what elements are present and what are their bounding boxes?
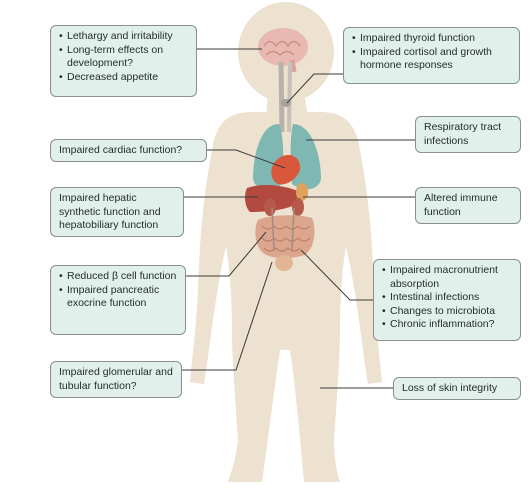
callout-kidney: Impaired glomerular and tubular function…	[50, 361, 182, 398]
callout-gut-item: Chronic inflammation?	[382, 318, 512, 332]
callout-skin-text: Loss of skin integrity	[402, 382, 498, 394]
callout-brain-item: Decreased appetite	[59, 71, 188, 85]
callout-cardiac: Impaired cardiac function?	[50, 139, 207, 162]
intestines	[255, 207, 315, 259]
callout-pancreas-item: Reduced β cell function	[59, 270, 177, 284]
callout-thyroid: Impaired thyroid function Impaired corti…	[343, 27, 520, 84]
callout-hepatic: Impaired hepatic synthetic function and …	[50, 187, 184, 237]
callout-respiratory-text: Respiratory tract infections	[424, 121, 502, 147]
heart	[271, 154, 301, 185]
leader-gut	[300, 249, 373, 301]
leader-cardiac	[207, 149, 286, 169]
callout-gut-item: Changes to microbiota	[382, 305, 512, 319]
callout-gut-item: Impaired macronutrient absorption	[382, 264, 512, 291]
callout-pancreas: Reduced β cell function Impaired pancrea…	[50, 265, 186, 335]
leader-lines	[182, 48, 415, 389]
callout-thyroid-item: Impaired cortisol and growth hormone res…	[352, 46, 511, 73]
callout-kidney-text: Impaired glomerular and tubular function…	[59, 366, 173, 392]
callout-pancreas-item: Impaired pancreatic exocrine function	[59, 284, 177, 311]
leader-pancreas	[186, 231, 267, 277]
kidneys	[264, 198, 304, 216]
callout-respiratory: Respiratory tract infections	[415, 116, 521, 153]
callout-cardiac-text: Impaired cardiac function?	[59, 144, 183, 156]
leader-kidney	[182, 261, 273, 371]
callout-brain-item: Lethargy and irritability	[59, 30, 188, 44]
callout-immune: Altered immune function	[415, 187, 521, 224]
callout-brain-item: Long-term effects on development?	[59, 44, 188, 71]
callout-immune-text: Altered immune function	[424, 192, 498, 218]
bladder	[275, 255, 293, 271]
callout-hepatic-text: Impaired hepatic synthetic function and …	[59, 192, 161, 231]
callout-thyroid-item: Impaired thyroid function	[352, 32, 511, 46]
callout-gut-item: Intestinal infections	[382, 291, 512, 305]
callout-brain: Lethargy and irritability Long-term effe…	[50, 25, 197, 97]
callout-gut: Impaired macronutrient absorption Intest…	[373, 259, 521, 341]
leader-thyroid	[286, 73, 343, 104]
brain	[258, 28, 308, 73]
callout-skin: Loss of skin integrity	[393, 377, 521, 400]
